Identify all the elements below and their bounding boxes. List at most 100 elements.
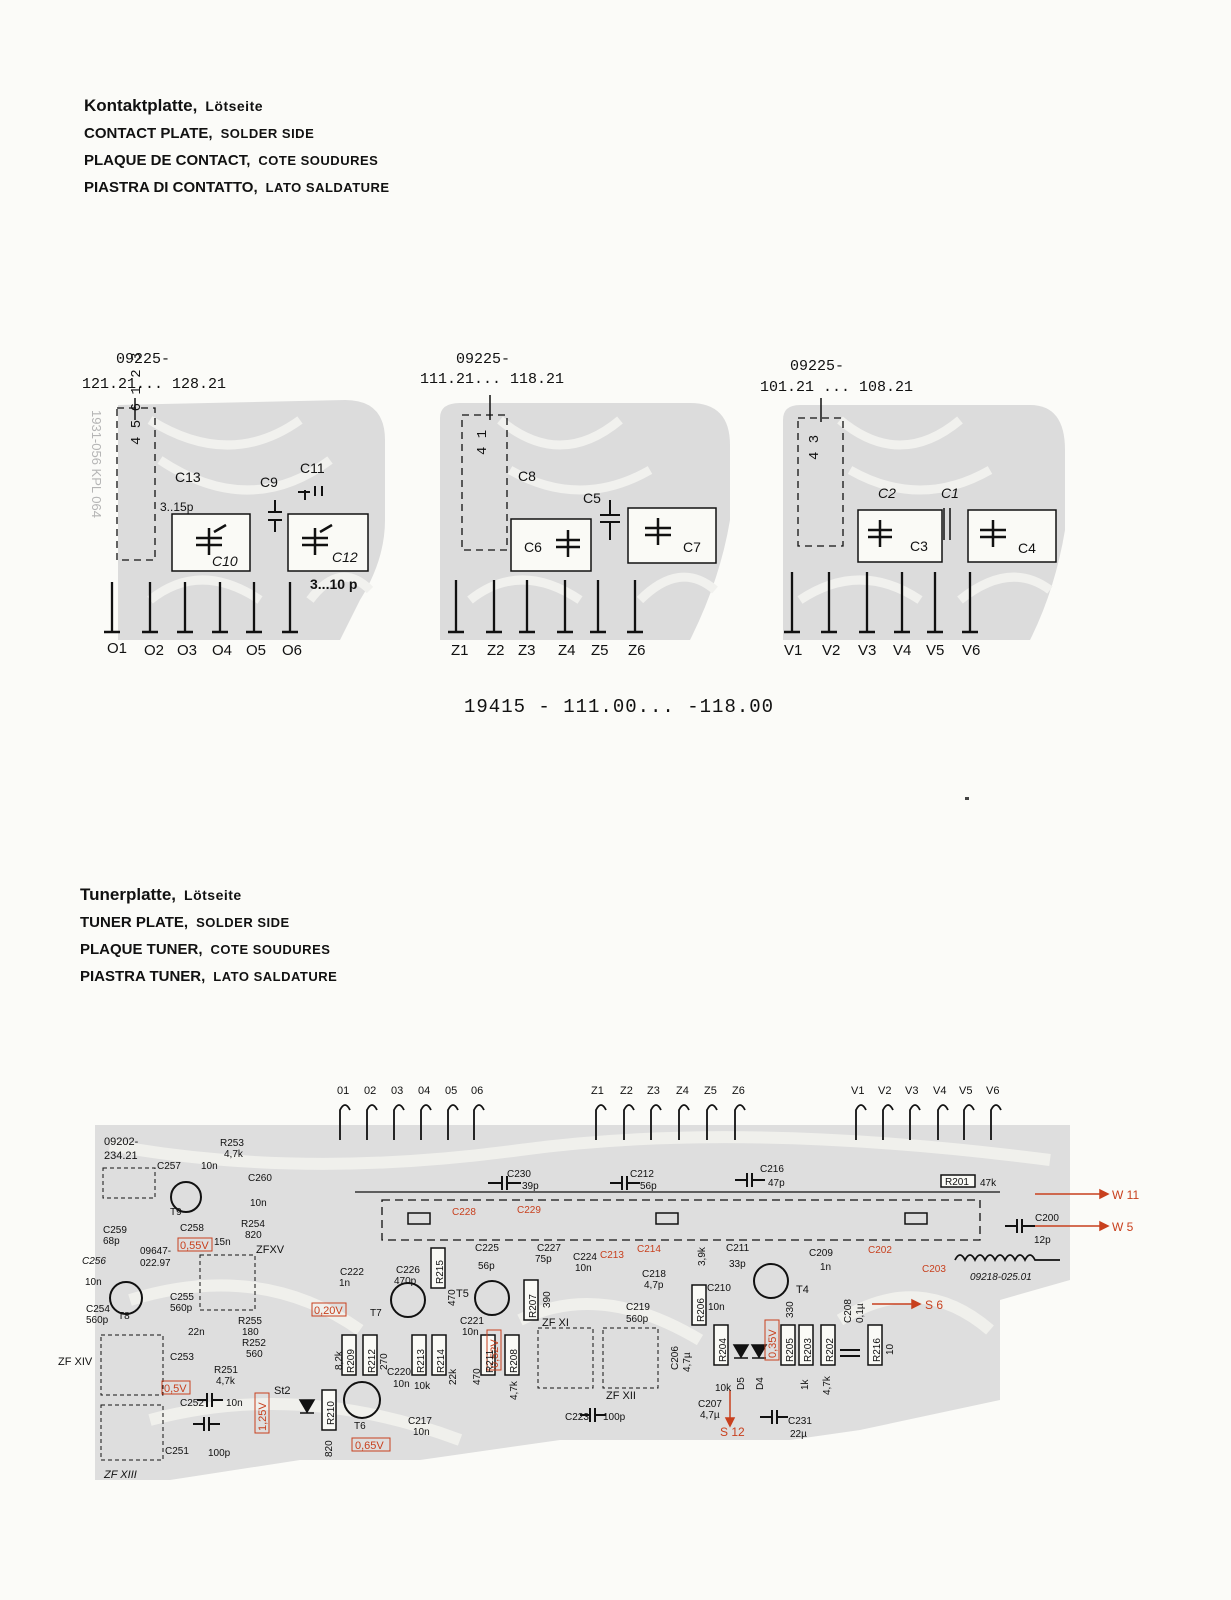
comp-c209-val: 1n <box>820 1262 831 1273</box>
pin-o1: O1 <box>107 640 127 657</box>
module-label-zfxv: ZFXV <box>256 1244 285 1256</box>
transistor-t9 <box>170 1181 202 1213</box>
plate-1-connector <box>116 407 156 561</box>
plate-1-pin-row: 4 5 6 1 2 3 <box>129 353 145 445</box>
assembly-number: 19415 - 111.00... -118.00 <box>464 696 774 718</box>
resistor-r216 <box>867 1324 883 1366</box>
comp-c217: C217 <box>408 1416 432 1427</box>
comp-r207-val: 390 <box>542 1291 553 1308</box>
tuner-pin-z2: Z2 <box>620 1085 633 1097</box>
comp-t5: T5 <box>456 1288 469 1300</box>
comp-r255-val: 180 <box>242 1327 259 1338</box>
diode-st2 <box>298 1399 316 1414</box>
comp-c216-val: 47p <box>768 1178 785 1189</box>
voltage-labels: 0,55V 0,20V 0,5V 1,25V 0,65V 0,52V 0,35V <box>161 1237 780 1452</box>
comp-c226: C226 <box>396 1265 420 1276</box>
comp-c230-val: 39p <box>522 1181 539 1192</box>
comp-r214: R214 <box>436 1349 447 1373</box>
comp-c221-val: 10n <box>462 1327 479 1338</box>
comp-c259-val: 68p <box>103 1236 120 1247</box>
tuner-pin-v4: V4 <box>933 1085 946 1097</box>
pin-z5: Z5 <box>591 642 609 659</box>
module-label-09647: 09647- <box>140 1246 171 1257</box>
plate-1-trimmer-c10 <box>171 513 251 572</box>
resistor-r205 <box>780 1324 796 1366</box>
comp-c255-val: 560p <box>170 1303 193 1314</box>
pin-o4: O4 <box>212 642 232 659</box>
tuner-pin-z5: Z5 <box>704 1085 717 1097</box>
comp-c206: C206 <box>670 1346 681 1370</box>
comp-c252: C252 <box>180 1398 204 1409</box>
plate-2-trimmer-c6 <box>510 518 592 572</box>
comp-r213-val: 10k <box>414 1381 431 1392</box>
plate-2-trimmer-c7 <box>627 507 717 564</box>
plate-1-c13-value: 3..15p <box>160 500 194 514</box>
diode-d5 <box>732 1344 750 1359</box>
pin-v6: V6 <box>962 642 980 659</box>
diode-d4 <box>750 1344 768 1359</box>
comp-r209-val: 8,2k <box>334 1350 345 1370</box>
comp-r251-val: 4,7k <box>216 1376 236 1387</box>
comp-c227: C227 <box>537 1243 561 1254</box>
plate-1-c13: C13 <box>175 469 201 485</box>
comp-r253-val: 4,7k <box>224 1149 244 1160</box>
plate-1-pin-lines <box>104 582 298 634</box>
module-label-zf-xii: ZF XII <box>606 1390 636 1402</box>
side-mark: 1931-056 KPL 064 <box>89 410 104 518</box>
voltage-0-5v: 0,5V <box>164 1383 187 1395</box>
comp-c218-val: 4,7p <box>644 1280 664 1291</box>
comp-r211: R211 <box>485 1349 496 1373</box>
comp-c210: C210 <box>707 1283 731 1294</box>
comp-t8: T8 <box>118 1311 130 1322</box>
kontakt-title-it: PIASTRA DI CONTATTO, <box>84 179 258 196</box>
tuner-subtitle-en: SOLDER SIDE <box>196 915 290 930</box>
comp-c225-val: 56p <box>478 1261 495 1272</box>
module-zf-xii <box>602 1327 659 1389</box>
plate-1-c12-value: 3...10 p <box>310 576 357 592</box>
comp-r211-val: 470 <box>472 1368 483 1385</box>
transistor-t6 <box>343 1381 381 1419</box>
plate-2-connector <box>461 414 508 551</box>
voltage-0-52v: 0,52V <box>489 1339 501 1368</box>
resistor-r203 <box>798 1324 814 1366</box>
comp-c224-val: 10n <box>575 1263 592 1274</box>
plate-1-c11: C11 <box>300 460 325 476</box>
tuner-title-de: Tunerplatte, <box>80 885 177 904</box>
comp-c209: C209 <box>809 1248 833 1259</box>
pin-z6: Z6 <box>628 642 646 659</box>
tuner-pin-01: 01 <box>337 1085 349 1097</box>
tuner-pin-hooks <box>339 1104 1002 1140</box>
plate-1-c12: C12 <box>332 549 358 565</box>
contact-plate-1: 09225- 121.21... 128.21 4 5 6 1 2 3 C13 … <box>82 351 385 640</box>
comp-c206-val: 4,7µ <box>682 1352 693 1372</box>
plate-1-pin-labels: O1 O2 O3 O4 O5 O6 <box>107 640 302 659</box>
comp-r-3k9: 3,9k <box>697 1246 708 1266</box>
comp-r254: R254 <box>241 1219 265 1230</box>
comp-c223-val: 100p <box>603 1412 626 1423</box>
comp-c253: C253 <box>170 1352 194 1363</box>
comp-t7: T7 <box>370 1308 382 1319</box>
plate-2-pin-labels: Z1 Z2 Z3 Z4 Z5 Z6 <box>451 642 646 659</box>
plate-2-prefix: 09225- <box>456 351 510 368</box>
tuner-top-pins-v: V1 V2 V3 V4 V5 V6 <box>851 1085 999 1097</box>
tuner-top-pins-z: Z1 Z2 Z3 Z4 Z5 Z6 <box>591 1085 745 1097</box>
tuner-subtitle-de: Lötseite <box>184 887 242 903</box>
comp-r251: R251 <box>214 1365 238 1376</box>
comp-c208: C208 <box>843 1299 854 1323</box>
tunerplatte-heading: Tunerplatte,Lötseite TUNER PLATE,SOLDER … <box>80 881 337 990</box>
comp-st2: St2 <box>274 1385 291 1397</box>
comp-r214-val: 22k <box>448 1368 459 1385</box>
plate-2-c6: C6 <box>524 539 542 555</box>
plate-2-c5: C5 <box>583 490 601 506</box>
coil-09218 <box>954 1254 1060 1263</box>
transistors <box>109 1181 789 1419</box>
plate-3-trimmer-c3 <box>857 509 943 563</box>
comp-c220-val: 10n <box>393 1379 410 1390</box>
plate-3-range: 101.21 ... 108.21 <box>760 379 913 396</box>
output-w5: W 5 <box>1112 1220 1134 1234</box>
kontaktplatte-heading: Kontaktplatte,Lötseite CONTACT PLATE,SOL… <box>84 92 390 201</box>
comp-r206: R206 <box>696 1298 707 1322</box>
comp-r202-val: 4,7k <box>822 1375 833 1395</box>
kontakt-subtitle-en: SOLDER SIDE <box>220 126 315 141</box>
